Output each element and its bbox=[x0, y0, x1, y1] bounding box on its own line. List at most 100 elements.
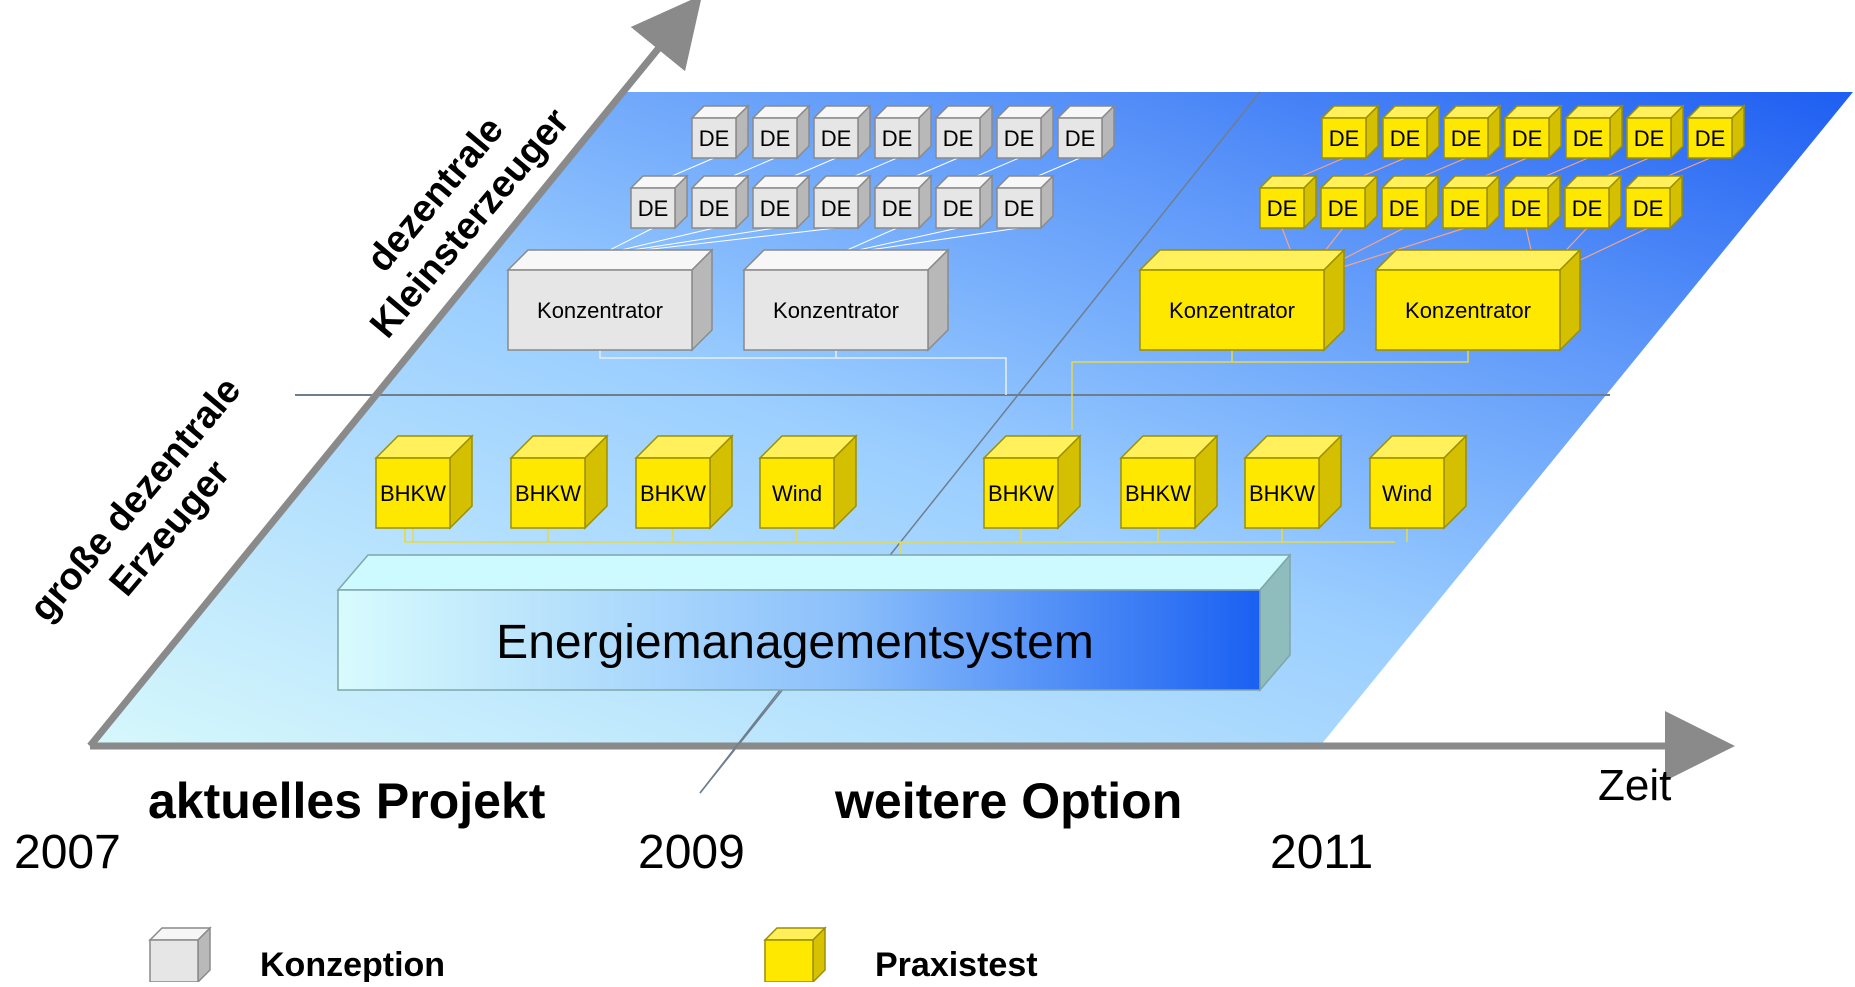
de-concept-row2-5-front bbox=[874, 187, 920, 229]
de-concept-row2-7-label: DE bbox=[1004, 196, 1035, 221]
concentrator-field-2-front bbox=[1375, 269, 1561, 351]
de-concept-row2-1-front bbox=[630, 187, 676, 229]
de-concept-row2-4-label: DE bbox=[821, 196, 852, 221]
connector bbox=[854, 157, 898, 177]
de-concept-row1-6-label: DE bbox=[1004, 126, 1035, 151]
de-field-row2-6: DE bbox=[1563, 174, 1623, 230]
producer-current-3: BHKW bbox=[634, 434, 734, 530]
units-layer: DE DE DE DE DE DE DE DE DE DE DE DE DE DE Konzentrator… bbox=[374, 104, 1746, 530]
de-concept-row1-3-label: DE bbox=[821, 126, 852, 151]
de-field-row1-3: DE bbox=[1442, 104, 1502, 160]
concentrator-field-1-top bbox=[1138, 249, 1346, 271]
producer-future-1: BHKW bbox=[982, 434, 1082, 530]
legend-concept-swatch bbox=[148, 926, 212, 984]
de-field-row2-4-front bbox=[1442, 187, 1488, 229]
producer-future-3-front bbox=[1244, 457, 1320, 529]
de-field-row2-7: DE bbox=[1624, 174, 1684, 230]
de-concept-row2-2-front bbox=[691, 187, 737, 229]
legend-concept-label: Konzeption bbox=[260, 946, 445, 982]
de-concept-row1-1-front bbox=[691, 117, 737, 159]
year-2011: 2011 bbox=[1270, 826, 1373, 879]
concentrator-concept-2-label: Konzentrator bbox=[773, 298, 899, 323]
de-concept-row1-4: DE bbox=[873, 104, 933, 160]
de-field-row1-2-label: DE bbox=[1390, 126, 1421, 151]
connector bbox=[793, 157, 837, 177]
de-field-row2-2-label: DE bbox=[1328, 196, 1359, 221]
concentrator-field-2-top bbox=[1374, 249, 1582, 271]
de-field-row2-2-front bbox=[1320, 187, 1366, 229]
de-concept-row1-4-front bbox=[874, 117, 920, 159]
de-concept-row1-7-front bbox=[1057, 117, 1103, 159]
concentrator-concept-2-top bbox=[742, 249, 950, 271]
de-concept-row2-4-front bbox=[813, 187, 859, 229]
de-concept-row2-4: DE bbox=[812, 174, 872, 230]
de-field-row2-5-label: DE bbox=[1511, 196, 1542, 221]
de-concept-row2-6-front bbox=[935, 187, 981, 229]
de-field-row1-7: DE bbox=[1686, 104, 1746, 160]
de-concept-row2-7-front bbox=[996, 187, 1042, 229]
de-field-row2-2: DE bbox=[1319, 174, 1379, 230]
de-concept-row2-3: DE bbox=[751, 174, 811, 230]
ems-label: Energiemanagementsystem bbox=[496, 616, 1094, 669]
connector bbox=[1484, 157, 1528, 177]
connector bbox=[1667, 157, 1711, 177]
connector bbox=[1037, 157, 1081, 177]
de-field-row2-4-label: DE bbox=[1450, 196, 1481, 221]
de-field-row2-6-label: DE bbox=[1572, 196, 1603, 221]
de-concept-row1-7: DE bbox=[1056, 104, 1116, 160]
producer-future-4-front bbox=[1369, 457, 1445, 529]
de-field-row1-7-label: DE bbox=[1695, 126, 1726, 151]
connector bbox=[976, 157, 1020, 177]
connector bbox=[915, 157, 959, 177]
de-concept-row2-3-label: DE bbox=[760, 196, 791, 221]
x-axis-label: Zeit bbox=[1598, 761, 1671, 810]
phase-future-label: weitere Option bbox=[834, 773, 1182, 829]
de-concept-row1-1-label: DE bbox=[699, 126, 730, 151]
producer-future-4-label: Wind bbox=[1382, 481, 1432, 506]
producer-future-2-front bbox=[1120, 457, 1196, 529]
de-field-row1-3-label: DE bbox=[1451, 126, 1482, 151]
concentrator-concept-1: Konzentrator bbox=[506, 248, 714, 352]
de-field-row1-1-label: DE bbox=[1329, 126, 1360, 151]
year-2009: 2009 bbox=[638, 826, 745, 879]
producer-current-4: Wind bbox=[758, 434, 858, 530]
de-field-row1-2: DE bbox=[1381, 104, 1441, 160]
y-axis-arrow bbox=[87, 0, 703, 749]
concentrator-field-1: Konzentrator bbox=[1138, 248, 1346, 352]
de-concept-row2-5-label: DE bbox=[882, 196, 913, 221]
legend-field-test-label: Praxistest bbox=[875, 946, 1038, 982]
de-field-row2-1-front bbox=[1259, 187, 1305, 229]
de-field-row1-2-front bbox=[1382, 117, 1428, 159]
producer-future-3-label: BHKW bbox=[1249, 481, 1315, 506]
producer-current-2-label: BHKW bbox=[515, 481, 581, 506]
de-field-row1-5-front bbox=[1565, 117, 1611, 159]
ems-top-face bbox=[336, 554, 1292, 591]
concentrator-field-1-front bbox=[1139, 269, 1325, 351]
de-concept-row1-6-front bbox=[996, 117, 1042, 159]
de-concept-row1-2: DE bbox=[751, 104, 811, 160]
de-field-row2-3-front bbox=[1381, 187, 1427, 229]
producer-current-2-front bbox=[510, 457, 586, 529]
de-concept-row1-5-front bbox=[935, 117, 981, 159]
de-field-row2-5: DE bbox=[1502, 174, 1562, 230]
concentrator-concept-1-top bbox=[506, 249, 714, 271]
de-field-row2-3-label: DE bbox=[1389, 196, 1420, 221]
concentrator-concept-2-front bbox=[743, 269, 929, 351]
producer-current-2: BHKW bbox=[509, 434, 609, 530]
energy-management-system: Energiemanagementsystem bbox=[336, 552, 1292, 693]
de-concept-row2-1-label: DE bbox=[638, 196, 669, 221]
producer-future-1-front bbox=[983, 457, 1059, 529]
de-concept-row1-5: DE bbox=[934, 104, 994, 160]
year-2007: 2007 bbox=[14, 826, 121, 879]
de-concept-row1-6: DE bbox=[995, 104, 1055, 160]
ems-to-2009 bbox=[699, 689, 781, 794]
de-field-row2-7-front bbox=[1625, 187, 1671, 229]
de-concept-row2-6-label: DE bbox=[943, 196, 974, 221]
phase-current-label: aktuelles Projekt bbox=[148, 773, 546, 829]
de-field-row2-1-label: DE bbox=[1267, 196, 1298, 221]
connector bbox=[671, 157, 715, 177]
de-field-row1-4: DE bbox=[1503, 104, 1563, 160]
concentrator-concept-1-front bbox=[507, 269, 693, 351]
field-test-link bbox=[1232, 350, 1469, 363]
